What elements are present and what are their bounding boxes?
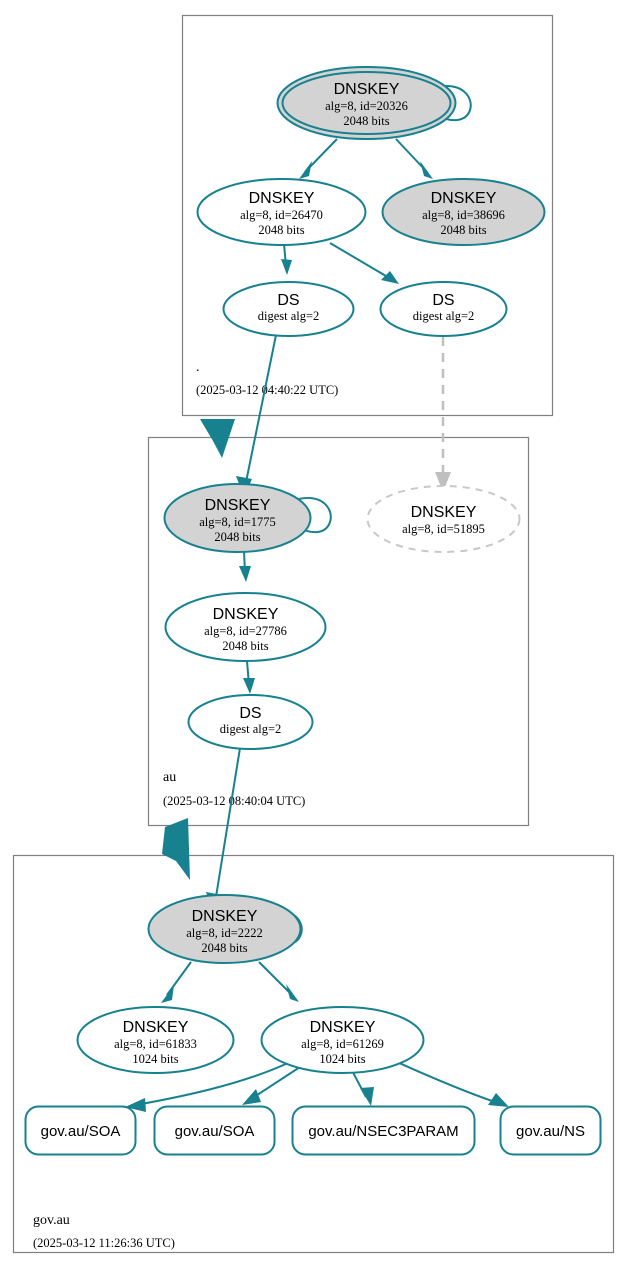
node-root-ksk-20326-title: DNSKEY — [334, 81, 400, 98]
node-au-ghost-51895[interactable] — [366, 485, 521, 553]
delegation-wedge-au-to-govau — [162, 818, 190, 880]
node-au-zsk-27786-detail: alg=8, id=27786 — [204, 624, 287, 638]
node-au-ds-1-detail: digest alg=2 — [220, 722, 282, 736]
zone-box-au — [147, 436, 530, 827]
edge-govau-61269-to-soa2 — [250, 1066, 301, 1100]
zone-timestamp-au: (2025-03-12 08:40:04 UTC) — [163, 794, 305, 808]
node-root-ksk-20326-bits: 2048 bits — [343, 114, 389, 128]
arrowhead-root-zsk-to-ds2 — [381, 271, 399, 284]
zone-label-au: au — [163, 770, 176, 785]
node-root-ds-2-title: DS — [432, 292, 454, 309]
node-root-zsk-26470-detail: alg=8, id=26470 — [240, 208, 323, 222]
arrowhead-govau-ksk-to-61269 — [286, 984, 299, 1002]
arrowhead-govau-61269-to-soa1 — [125, 1098, 146, 1112]
arrowhead-govau-61269-to-nsec3param — [360, 1087, 374, 1106]
node-au-zsk-27786-bits: 2048 bits — [222, 639, 268, 653]
node-root-key-38696-detail: alg=8, id=38696 — [422, 208, 505, 222]
node-au-ghost-51895-detail: alg=8, id=51895 — [402, 522, 485, 536]
edge-au-ds-to-govau-ksk — [214, 747, 241, 904]
rrset-label-soa-2: gov.au/SOA — [175, 1123, 255, 1140]
edge-root-zsk-to-ds2 — [329, 242, 392, 280]
node-au-zsk-27786-title: DNSKEY — [213, 606, 279, 623]
rrset-box-ns[interactable] — [499, 1105, 602, 1156]
node-root-key-38696-title: DNSKEY — [431, 190, 497, 207]
zone-label-root: . — [196, 360, 200, 375]
node-root-zsk-26470[interactable] — [196, 178, 367, 246]
zone-box-govau — [12, 854, 615, 1254]
arrowhead-root-ksk-to-zsk — [299, 161, 312, 179]
node-root-key-38696[interactable] — [381, 178, 546, 246]
delegation-wedge-root-to-au — [200, 419, 235, 458]
node-govau-zsk-61269-detail: alg=8, id=61269 — [301, 1037, 384, 1051]
node-govau-ksk-2222-title: DNSKEY — [192, 908, 258, 925]
node-govau-ksk-2222-detail: alg=8, id=2222 — [186, 926, 263, 940]
edge-root-ds1-to-au-ksk — [244, 334, 277, 488]
rrset-label-nsec3param: gov.au/NSEC3PARAM — [308, 1123, 458, 1140]
node-au-ghost-51895-title: DNSKEY — [411, 504, 477, 521]
zone-timestamp-govau: (2025-03-12 11:26:36 UTC) — [33, 1236, 175, 1250]
node-govau-zsk-61269-bits: 1024 bits — [319, 1052, 365, 1066]
node-au-ksk-1775[interactable] — [163, 483, 312, 553]
node-au-ksk-1775-title: DNSKEY — [205, 497, 271, 514]
arrowhead-root-ds2-to-au-ghost — [435, 472, 451, 492]
zone-box-root — [181, 14, 554, 417]
node-root-ds-2-detail: digest alg=2 — [413, 309, 475, 323]
arrowhead-root-ksk-to-38696 — [420, 161, 433, 179]
rrset-label-soa-1: gov.au/SOA — [41, 1123, 121, 1140]
edge-govau-61269-to-soa1 — [135, 1062, 289, 1106]
node-govau-ksk-2222[interactable] — [147, 894, 302, 964]
node-root-ds-2[interactable] — [379, 281, 508, 337]
arrowhead-au-zsk-to-ds — [243, 678, 255, 694]
node-root-ds-1[interactable] — [222, 281, 355, 337]
node-au-ksk-1775-detail: alg=8, id=1775 — [199, 515, 276, 529]
rrset-label-ns: gov.au/NS — [516, 1123, 585, 1140]
edge-self-loop-au-ksk — [294, 497, 332, 534]
node-root-zsk-26470-title: DNSKEY — [249, 190, 315, 207]
node-au-ds-1-title: DS — [239, 705, 261, 722]
node-govau-zsk-61833-bits: 1024 bits — [132, 1052, 178, 1066]
node-govau-zsk-61269-title: DNSKEY — [310, 1019, 376, 1036]
rrset-box-soa-1[interactable] — [24, 1105, 137, 1156]
node-root-ksk-20326[interactable] — [281, 71, 452, 135]
node-root-ds-1-title: DS — [277, 292, 299, 309]
arrowhead-au-ksk-to-zsk — [239, 566, 251, 582]
node-govau-zsk-61833-detail: alg=8, id=61833 — [114, 1037, 197, 1051]
node-root-zsk-26470-bits: 2048 bits — [258, 223, 304, 237]
node-govau-ksk-2222-bits: 2048 bits — [201, 941, 247, 955]
rrset-box-nsec3param[interactable] — [291, 1105, 476, 1156]
node-govau-zsk-61269[interactable] — [260, 1006, 425, 1074]
node-root-ds-1-detail: digest alg=2 — [258, 309, 320, 323]
node-au-ksk-1775-bits: 2048 bits — [214, 530, 260, 544]
rrset-box-soa-2[interactable] — [153, 1105, 276, 1156]
arrowhead-govau-61269-to-ns — [488, 1093, 509, 1107]
node-au-zsk-27786[interactable] — [164, 592, 327, 662]
arrowhead-govau-ksk-to-61833 — [161, 985, 174, 1003]
node-govau-zsk-61833-title: DNSKEY — [123, 1019, 189, 1036]
edge-govau-ksk-to-61269 — [258, 961, 293, 996]
node-root-key-38696-bits: 2048 bits — [440, 223, 486, 237]
node-govau-zsk-61833[interactable] — [76, 1006, 235, 1074]
arrowhead-root-zsk-to-ds1 — [281, 259, 292, 275]
zone-label-govau: gov.au — [33, 1213, 70, 1228]
node-au-ds-1[interactable] — [187, 694, 314, 750]
edge-self-loop-root-ksk — [433, 85, 472, 122]
zone-timestamp-root: (2025-03-12 04:40:22 UTC) — [196, 383, 338, 397]
arrowhead-govau-61269-to-soa2 — [242, 1089, 261, 1105]
node-root-ksk-20326-detail: alg=8, id=20326 — [325, 99, 408, 113]
